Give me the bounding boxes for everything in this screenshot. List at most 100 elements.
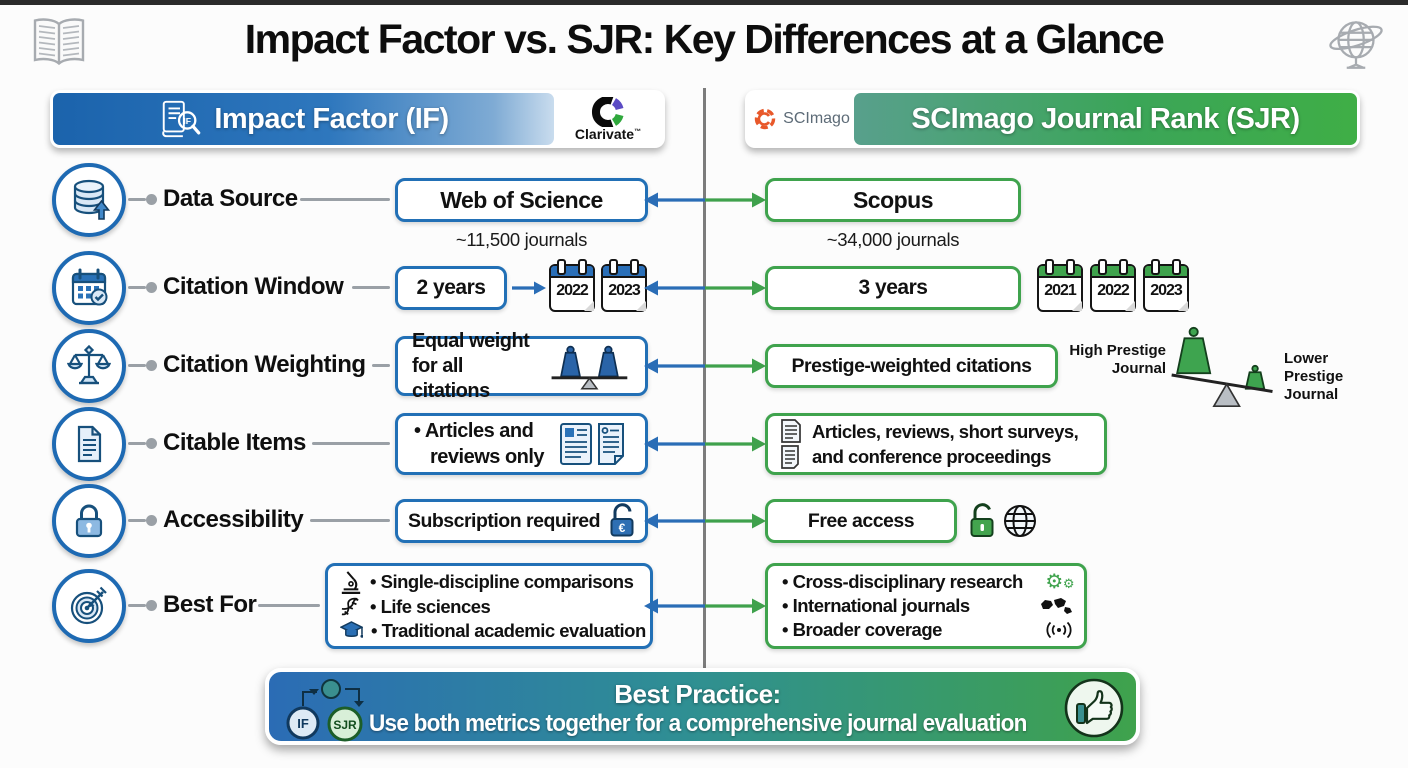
left-right-arrow: [644, 513, 766, 529]
impact-factor-title: Impact Factor (IF): [214, 102, 449, 135]
balance-scale-icon: [66, 344, 112, 385]
accessibility-icon-circle: [52, 484, 126, 558]
if-best-for-box: • Single-discipline comparisons • Life s…: [325, 563, 653, 649]
globe-stand-icon: [1329, 21, 1383, 69]
connector-line: [372, 364, 390, 367]
center-divider: [703, 88, 706, 668]
sjr-best-for-box: • Cross-disciplinary research ⚙⚙ • Inter…: [765, 563, 1087, 649]
sjr-banner: SCImago Journal Rank (SJR): [854, 93, 1357, 145]
left-right-arrow: [644, 280, 766, 296]
data-source-icon-circle: [52, 163, 126, 237]
scimago-logo: SCImago: [748, 93, 854, 145]
calendar-icon: 2022: [549, 259, 595, 312]
impact-factor-banner: IF Impact Factor (IF): [53, 93, 554, 145]
subscription-required-box: Subscription required €: [395, 499, 648, 543]
connector-line: [128, 519, 146, 522]
database-icon: [73, 179, 111, 220]
row-label-citation-weighting: Citation Weighting: [163, 351, 366, 378]
row-label-best-for: Best For: [163, 591, 257, 618]
free-access-box: Free access: [765, 499, 957, 543]
prestige-weighted-box: Prestige-weighted citations: [765, 344, 1058, 388]
svg-text:SJR: SJR: [333, 718, 357, 732]
two-documents-icon: [560, 423, 624, 465]
connector-dot: [146, 438, 157, 449]
connector-line: [128, 442, 146, 445]
document-icon: [77, 425, 102, 463]
clarivate-mark-icon: [591, 97, 624, 127]
calendar-icon: 2023: [1143, 259, 1189, 312]
row-label-citation-window: Citation Window: [163, 273, 344, 300]
connector-line: [352, 286, 390, 289]
sjr-journal-count: ~34,000 journals: [826, 229, 960, 250]
three-years-box: 3 years: [765, 266, 1021, 310]
articles-surveys-box: Articles, reviews, short surveys, and co…: [765, 413, 1107, 475]
connector-dot: [146, 360, 157, 371]
citable-items-icon-circle: [52, 407, 126, 481]
best-for-icon-circle: [52, 569, 126, 643]
left-right-arrow: [644, 192, 766, 208]
connector-line: [128, 198, 146, 201]
connector-line: [258, 604, 320, 607]
svg-text:IF: IF: [297, 716, 309, 731]
connector-line: [128, 364, 146, 367]
left-right-arrow: [644, 358, 766, 374]
row-label-data-source: Data Source: [163, 185, 298, 212]
thumbs-up-icon: [1064, 678, 1124, 738]
calendar-icon: 2021: [1037, 259, 1083, 312]
euro-lock-icon: €: [610, 503, 634, 537]
articles-reviews-box: • Articles and reviews only: [395, 413, 648, 475]
page-title: Impact Factor vs. SJR: Key Differences a…: [244, 16, 1165, 62]
dna-icon: [341, 597, 359, 616]
open-book-icon: [33, 18, 85, 66]
row-label-citable-items: Citable Items: [163, 429, 306, 456]
top-edge-strip: [0, 0, 1408, 5]
best-practice-line: Use both metrics together for a comprehe…: [368, 710, 1027, 737]
journal-magnifier-if-icon: IF: [162, 100, 201, 138]
scimago-wordmark: SCImago: [783, 110, 850, 127]
connector-line: [128, 604, 146, 607]
left-right-arrow: [644, 436, 766, 452]
svg-text:IF: IF: [184, 116, 192, 126]
if-sjr-diagram: IF SJR: [286, 679, 364, 742]
connector-dot: [146, 194, 157, 205]
world-map-icon: [1041, 598, 1072, 614]
connector-line: [128, 286, 146, 289]
connector-line: [310, 519, 390, 522]
if-journal-count: ~11,500 journals: [455, 229, 588, 250]
equal-weights-icon: [551, 345, 628, 390]
blue-right-arrow: [512, 281, 546, 295]
scimago-mark-icon: [754, 108, 776, 130]
graduation-cap-icon: [340, 621, 363, 638]
clarivate-wordmark: Clarivate: [574, 126, 635, 142]
connector-line: [312, 442, 390, 445]
left-right-arrow: [644, 598, 766, 614]
sjr-title: SCImago Journal Rank (SJR): [911, 102, 1300, 135]
padlock-icon: [75, 504, 103, 538]
two-years-box: 2 years: [395, 266, 507, 310]
equal-weight-box: Equal weight for all citations: [395, 330, 648, 402]
trademark-symbol: ™: [634, 128, 642, 136]
document-stack-icon: [781, 419, 801, 469]
svg-text:€: €: [619, 521, 626, 535]
connector-dot: [146, 600, 157, 611]
row-label-accessibility: Accessibility: [163, 506, 304, 533]
broadcast-icon: [1046, 621, 1072, 639]
clarivate-logo: Clarivate™: [554, 93, 662, 145]
best-practice-heading: Best Practice:: [614, 679, 781, 709]
calendar-check-icon: [71, 268, 108, 306]
open-lock-icon: [970, 503, 994, 537]
connector-line: [300, 198, 390, 201]
best-practice-banner: IF SJR Best Practice: Use both metrics t…: [265, 668, 1140, 745]
calendar-icon: 2023: [601, 259, 647, 312]
gears-icon: ⚙⚙: [1045, 571, 1074, 593]
scopus-box: Scopus: [765, 178, 1021, 222]
web-of-science-box: Web of Science: [395, 178, 648, 222]
connector-dot: [146, 282, 157, 293]
microscope-icon: [341, 571, 361, 594]
connector-dot: [146, 515, 157, 526]
calendar-icon: 2022: [1090, 259, 1136, 312]
prestige-seesaw-icon: [1171, 326, 1273, 407]
